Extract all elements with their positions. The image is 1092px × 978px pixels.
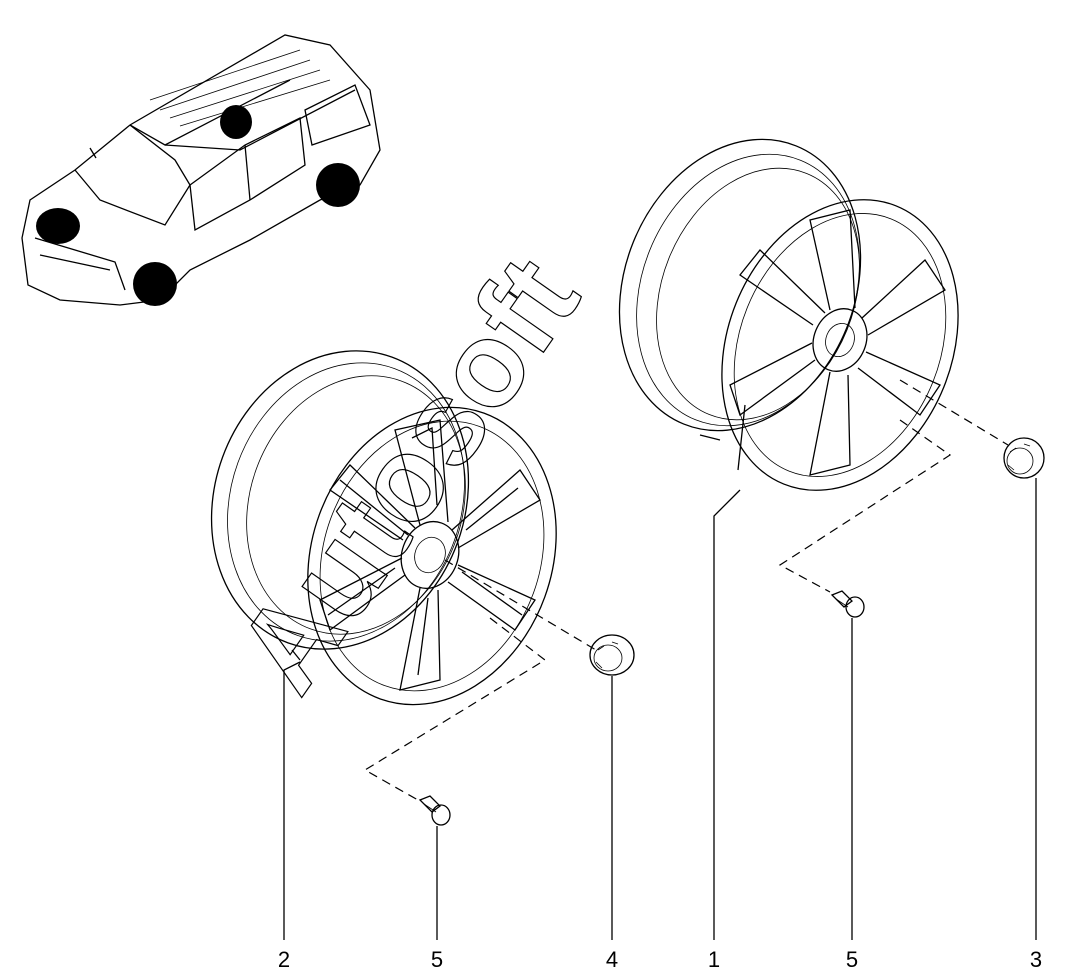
callout-5-rear: 5 <box>846 947 858 972</box>
wheel-bolt-front <box>418 795 451 826</box>
wheel-rear <box>618 138 959 491</box>
callout-1: 1 <box>708 947 720 972</box>
callout-2: 2 <box>278 947 290 972</box>
marker-front-wheel <box>133 262 177 306</box>
marker-front-left <box>36 208 80 244</box>
center-cap-rear <box>1003 437 1045 479</box>
callout-4: 4 <box>606 947 618 972</box>
assembly-lines <box>363 379 1009 801</box>
leader-lines <box>283 478 1037 940</box>
wheel-bolt-rear <box>830 590 865 618</box>
callout-5-front: 5 <box>431 947 443 972</box>
marker-rear-wheel <box>316 163 360 207</box>
wheel-front <box>210 350 557 706</box>
center-cap-front <box>589 634 635 676</box>
marker-roof <box>220 105 252 139</box>
callout-3: 3 <box>1030 947 1042 972</box>
vehicle-locator <box>21 34 381 306</box>
